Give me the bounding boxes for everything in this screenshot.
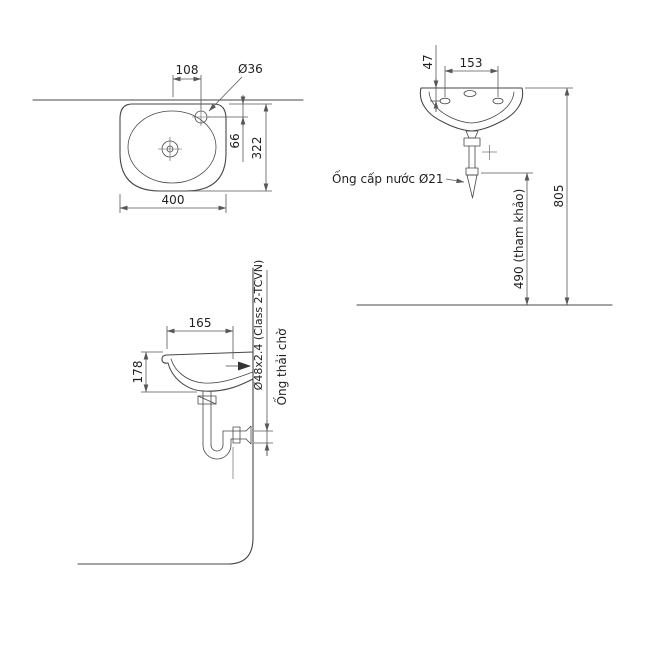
dim-47-label: 47 [421, 54, 435, 69]
dim-108-label: 108 [176, 63, 199, 77]
side-view-section: 165 178 Ø48x2.4 (Class 2-TCVN) Ống thải … [77, 260, 289, 565]
fitting-nut-upper [463, 137, 481, 147]
wall-floor-line [77, 267, 254, 565]
supply-pipe-label: Ống cấp nước Ø21 [332, 170, 444, 186]
wall-anchor-arrow [238, 361, 251, 371]
supply-valve-tip [466, 174, 478, 199]
basin-side-inner-line [170, 358, 254, 384]
dim-322-label: 322 [250, 137, 264, 160]
dim-400-label: 400 [162, 193, 185, 207]
faucet-hole-diameter-label: Ø36 [238, 62, 263, 76]
basin-rim-top [166, 351, 254, 356]
basin-front-inner-line [428, 91, 515, 124]
faucet-hole-front [463, 90, 477, 97]
leader-arrow-supply [445, 178, 465, 184]
dim-490-label: 490 (tham khảo) [512, 189, 526, 290]
trap-ubend-outer [202, 444, 232, 460]
dim-66-label: 66 [228, 133, 242, 148]
dim-165-label: 165 [189, 316, 212, 330]
drain-pipe-spec-label: Ø48x2.4 (Class 2-TCVN) [252, 260, 265, 391]
trap-nut-top [197, 395, 217, 405]
dim-153-label: 153 [460, 56, 483, 70]
trap-ubend-inner [210, 444, 224, 452]
top-view-plan: 108 Ø36 322 66 400 [32, 62, 304, 213]
mount-hole-right [492, 97, 504, 105]
basin-outer-outline [119, 103, 227, 192]
dim-805-label: 805 [552, 185, 566, 208]
basin-inner-rim [127, 110, 217, 184]
trap-arm-nut [232, 426, 241, 444]
basin-outlet [465, 130, 479, 139]
leader-arrow-o36 [208, 76, 243, 112]
fitting-nut-lower [465, 167, 479, 176]
dim-178-label: 178 [131, 361, 145, 384]
front-view-elevation: 47 153 Ống cấp nước Ø21 805 490 (tham kh… [332, 45, 613, 306]
trap-nut-hatch [197, 395, 217, 405]
mount-hole-left [439, 97, 451, 105]
waste-stub-label: Ống thải chờ [273, 328, 289, 405]
basin-side-outline [161, 354, 254, 392]
wall-escutcheon [245, 425, 252, 445]
